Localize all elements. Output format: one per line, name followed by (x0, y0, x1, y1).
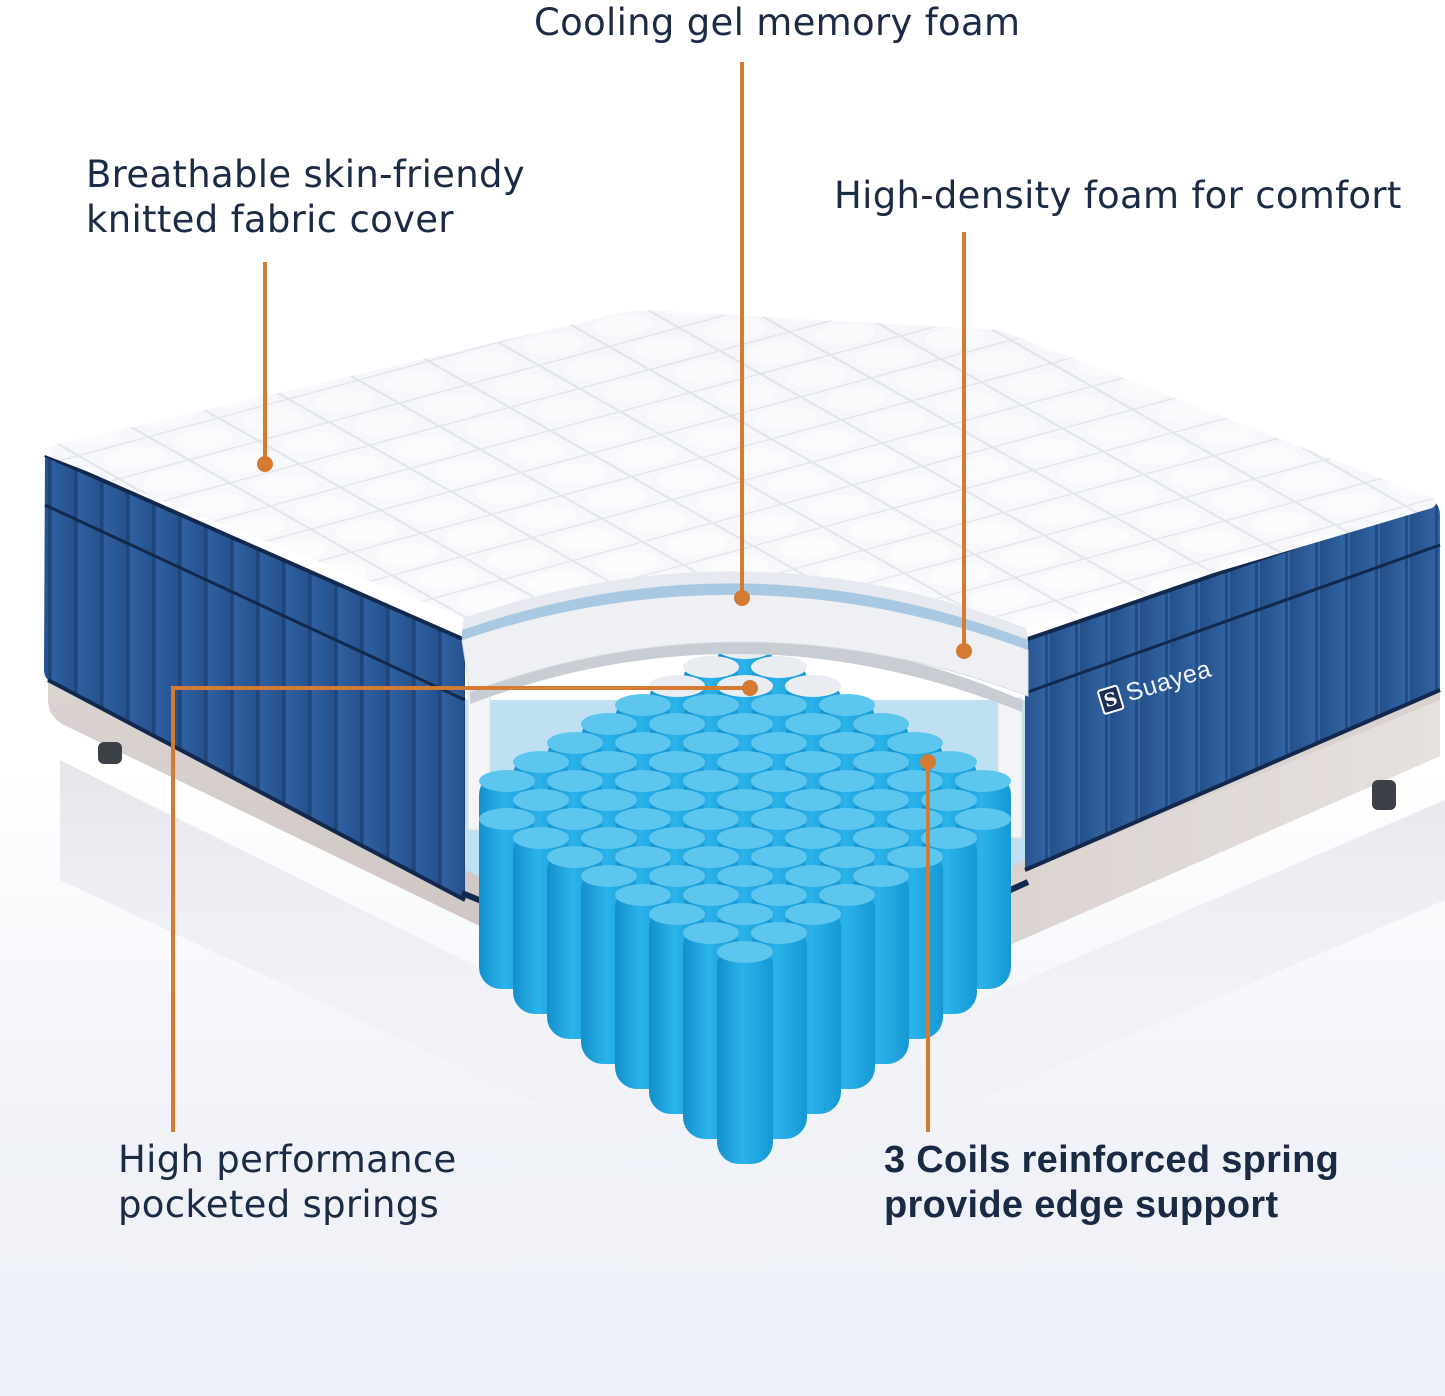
memory-foam-layer (462, 570, 1028, 640)
bed-leg-icon (1372, 780, 1396, 810)
callout-text: knitted fabric cover (86, 198, 454, 241)
bed-leg-icon (98, 742, 122, 764)
callout-text: High-density foam for comfort (834, 174, 1402, 217)
leader-lines (171, 62, 972, 1132)
callout-text: Cooling gel memory foam (534, 1, 1021, 44)
aluminum-fabric-layer (470, 637, 1022, 712)
comfort-layers (461, 570, 1029, 712)
pocketed-springs (479, 637, 1011, 1164)
leader-dot-icon (956, 643, 972, 659)
leader-dot-icon (742, 680, 758, 696)
leader-dot-icon (734, 590, 750, 606)
callout-text: High performance (118, 1138, 457, 1181)
spring-coil (717, 941, 773, 1164)
callout-text: 3 Coils reinforced spring (884, 1139, 1340, 1181)
cooling-gel-layer (462, 582, 1028, 650)
callout-text: Breathable skin-friendy (86, 153, 525, 196)
mattress-left-side-panel (44, 453, 466, 902)
callout-text: pocketed springs (118, 1183, 440, 1226)
callout-text: provide edge support (884, 1184, 1279, 1226)
leader-line (171, 686, 750, 1132)
callout-knitted-fabric-cover: Breathable skin-friendy knitted fabric c… (86, 152, 525, 242)
leader-dot-icon (257, 456, 273, 472)
callout-high-density-foam: High-density foam for comfort (834, 173, 1402, 218)
callout-pocketed-springs: High performance pocketed springs (118, 1137, 457, 1227)
callout-edge-support: 3 Coils reinforced spring provide edge s… (884, 1138, 1339, 1228)
leader-dot-icon (920, 754, 936, 770)
callout-cooling-gel-memory-foam: Cooling gel memory foam (534, 0, 1020, 45)
